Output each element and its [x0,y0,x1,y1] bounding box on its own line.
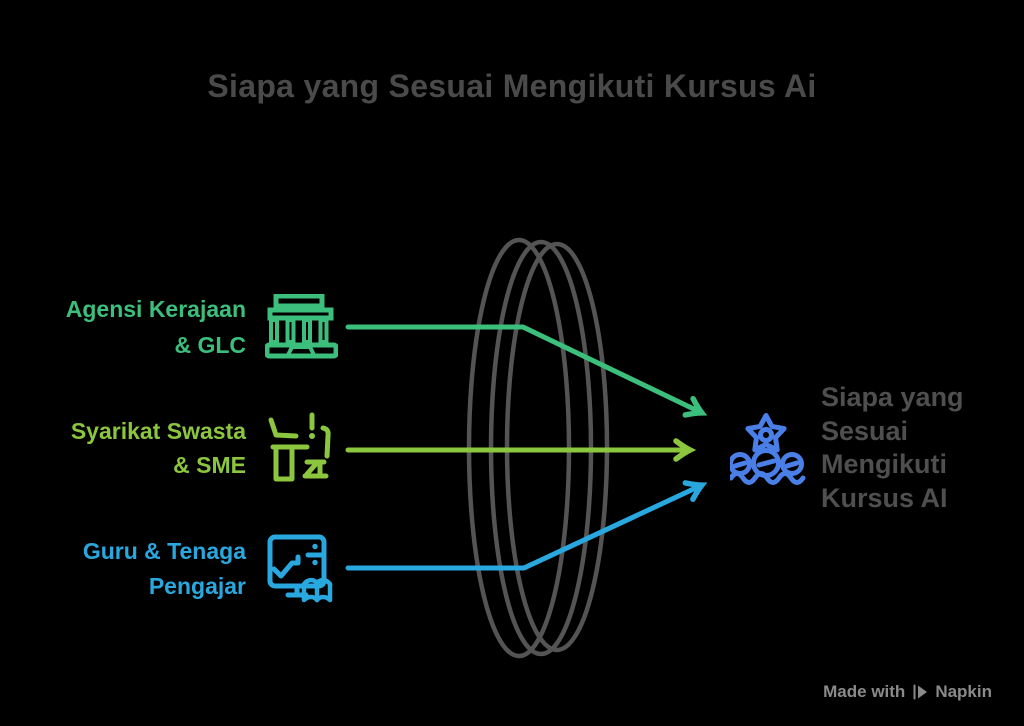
target-label-line: Kursus AI [821,482,948,513]
source-label-line: Pengajar [148,573,246,599]
source-label-line: Guru & Tenaga [82,538,246,564]
source-label-agensi: Agensi Kerajaan & GLC [28,291,246,363]
source-label-line: Syarikat Swasta [70,418,246,444]
watermark: Made with Napkin [823,682,992,702]
target-label-line: Mengikuti [821,449,947,479]
flow-arrow-agensi [345,324,700,412]
source-label-syarikat: Syarikat Swasta & SME [28,414,246,482]
diagram-title: Siapa yang Sesuai Mengikuti Kursus Ai [207,68,817,104]
team-gear-icon [730,413,806,485]
source-label-line: Agensi Kerajaan [65,296,246,322]
government-bank-icon [265,294,338,359]
target-label: Siapa yang Sesuai Mengikuti Kursus AI [821,381,964,515]
source-label-line: & SME [173,452,246,478]
teaching-board-book-icon [267,534,333,603]
target-label-line: Sesuai [821,415,909,446]
watermark-brand: Napkin [935,682,992,701]
flow-arrow-guru [345,486,700,571]
source-label-guru: Guru & Tenaga Pengajar [28,534,246,604]
watermark-prefix: Made with [823,682,906,701]
source-label-line: & GLC [174,332,246,358]
target-label-line: Siapa yang [821,382,964,412]
napkin-logo-icon [913,684,928,700]
office-desk-chair-icon [268,412,331,482]
